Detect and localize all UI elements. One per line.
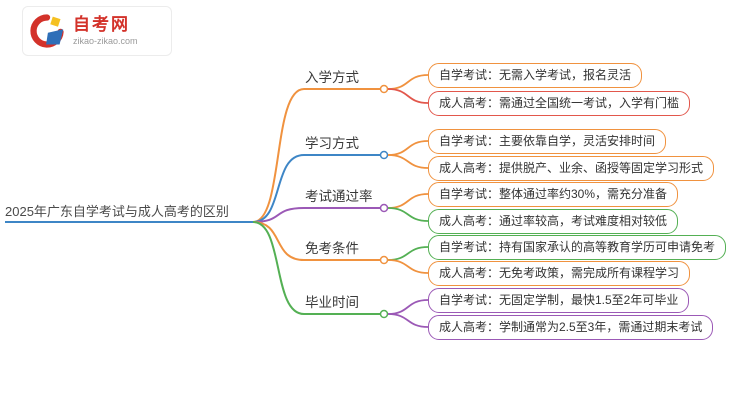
site-url: zikao-zikao.com	[73, 36, 138, 46]
branch-4-wires	[252, 221, 429, 274]
leaf-admission-adult: 成人高考：需通过全国统一考试，入学有门槛	[428, 91, 691, 116]
branch-1-node-dot	[379, 84, 389, 94]
leaf-passrate-adult: 成人高考：通过率较高，考试难度相对较低	[428, 209, 679, 234]
leaf-graduation-adult: 成人高考：学制通常为2.5至3年，需通过期末考试	[428, 315, 714, 340]
logo-icon	[30, 14, 64, 48]
branch-1-wires	[252, 74, 429, 223]
site-logo: 自考网 zikao-zikao.com	[22, 6, 172, 56]
leaf-study-selfstudy: 自学考试：主要依靠自学，灵活安排时间	[428, 129, 667, 154]
branch-5-wires	[252, 221, 429, 328]
leaf-passrate-selfstudy: 自学考试：整体通过率约30%，需充分准备	[428, 182, 679, 207]
topic-study-method: 学习方式	[305, 136, 359, 151]
logo-text-block: 自考网 zikao-zikao.com	[73, 15, 138, 47]
root-topic: 2025年广东自学考试与成人高考的区别	[5, 204, 229, 219]
leaf-exemption-adult: 成人高考：无免考政策，需完成所有课程学习	[428, 261, 691, 286]
branch-3-node-dot	[379, 203, 389, 213]
leaf-graduation-selfstudy: 自学考试：无固定学制，最快1.5至2年可毕业	[428, 288, 690, 313]
leaf-exemption-selfstudy: 自学考试：持有国家承认的高等教育学历可申请免考	[428, 235, 727, 260]
leaf-admission-selfstudy: 自学考试：无需入学考试，报名灵活	[428, 63, 643, 88]
topic-admission-method: 入学方式	[305, 70, 359, 85]
branch-2-wires	[252, 140, 429, 223]
topic-graduation-time: 毕业时间	[305, 295, 359, 310]
topic-exemption: 免考条件	[305, 241, 359, 256]
site-name: 自考网	[73, 15, 130, 34]
leaf-study-adult: 成人高考：提供脱产、业余、函授等固定学习形式	[428, 156, 715, 181]
branch-4-node-dot	[379, 255, 389, 265]
branch-5-node-dot	[379, 309, 389, 319]
branch-3-wires	[252, 193, 429, 223]
topic-pass-rate: 考试通过率	[305, 189, 373, 204]
branch-2-node-dot	[379, 150, 389, 160]
